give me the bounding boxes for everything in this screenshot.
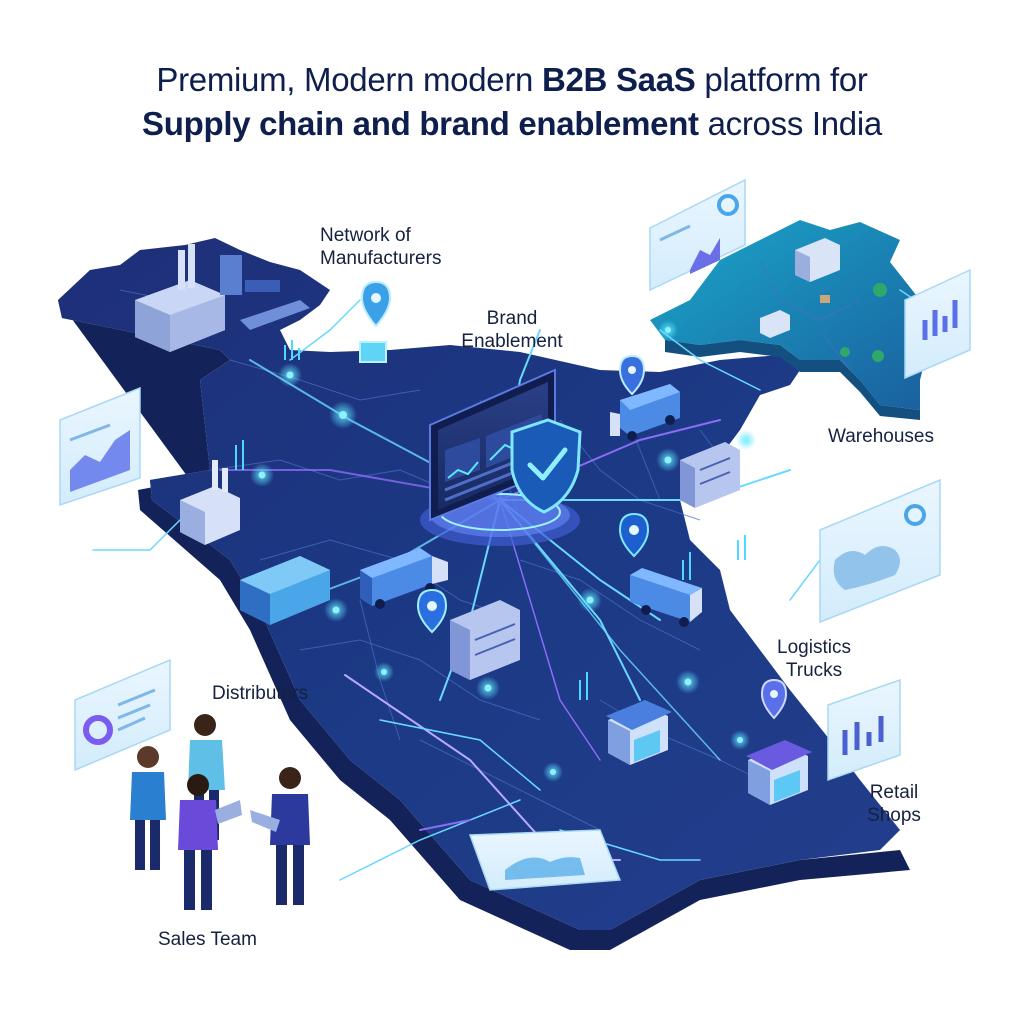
warehouse-icon: [680, 442, 740, 508]
signal-bars: [235, 340, 746, 700]
truck-icon: [360, 548, 448, 609]
label-logistics-line2: Trucks: [785, 660, 843, 681]
factory-icon: [135, 244, 310, 352]
shield-check-icon: [510, 418, 582, 514]
analytics-panel-icon: [59, 386, 141, 507]
label-warehouses-text: Warehouses: [828, 426, 934, 447]
network-nodes: [250, 320, 756, 782]
analytics-panel-icon: [904, 268, 971, 380]
map-side-extrusion: [58, 300, 910, 950]
factory-icon: [180, 460, 240, 545]
label-retail-line2: Shops: [867, 805, 921, 826]
label-brand-line2: Enablement: [461, 331, 563, 352]
analytics-panel-icon: [74, 658, 171, 772]
shop-icon: [606, 700, 672, 765]
truck-icon: [630, 568, 702, 627]
label-logistics-line1: Logistics: [777, 637, 851, 658]
label-manufacturers-line2: Manufacturers: [320, 248, 442, 269]
person-icon: [178, 774, 242, 910]
location-pin-icon: [416, 588, 448, 634]
title-line1-bold: B2B SaaS: [541, 61, 696, 98]
label-manufacturers-line1: Network of: [320, 225, 411, 246]
label-distributors: Distributors: [212, 682, 308, 705]
brand-enablement-hub: [420, 368, 582, 546]
label-distributors-text: Distributors: [212, 683, 309, 704]
label-sales-text: Sales Team: [158, 929, 257, 950]
label-logistics: Logistics Trucks: [770, 636, 858, 682]
analytics-panel-icon: [827, 678, 901, 782]
location-pin-icon: [618, 354, 646, 396]
title-line2-post: across India: [698, 105, 883, 142]
warehouse-icon: [240, 556, 330, 625]
truck-icon: [610, 384, 680, 441]
title-line-1: Premium, Modern modern B2B SaaS platform…: [0, 58, 1024, 102]
label-warehouses: Warehouses: [828, 425, 934, 448]
label-brand-line1: Brand: [486, 308, 538, 329]
title-line-2: Supply chain and brand enablement across…: [0, 102, 1024, 146]
location-pin-icon: [360, 280, 392, 328]
person-icon: [130, 746, 166, 870]
shop-icon: [746, 740, 812, 805]
sales-team-group: [130, 714, 310, 910]
location-pin-icon: [760, 678, 788, 720]
label-brand-enablement: Brand Enablement: [456, 307, 568, 353]
person-icon: [250, 767, 310, 905]
location-pin-icon: [618, 512, 650, 558]
title-line2-bold: Supply chain and brand enablement: [142, 105, 699, 142]
page-title: Premium, Modern modern B2B SaaS platform…: [0, 58, 1024, 146]
label-retail-line1: Retail: [869, 782, 919, 803]
title-line1-post: platform for: [695, 61, 868, 98]
label-manufacturers: Network of Manufacturers: [320, 224, 441, 270]
label-retail-shops: Retail Shops: [864, 781, 924, 827]
component-box-icon: [359, 341, 387, 363]
warehouse-icon: [450, 600, 520, 680]
analytics-panel-icon: [819, 478, 941, 624]
label-sales-team: Sales Team: [158, 928, 257, 951]
analytics-panel-icon: [649, 178, 746, 292]
title-line1-pre: Premium, Modern modern: [156, 61, 542, 98]
warehouse-icon: [760, 238, 887, 362]
analytics-panel-icon: [468, 829, 622, 891]
